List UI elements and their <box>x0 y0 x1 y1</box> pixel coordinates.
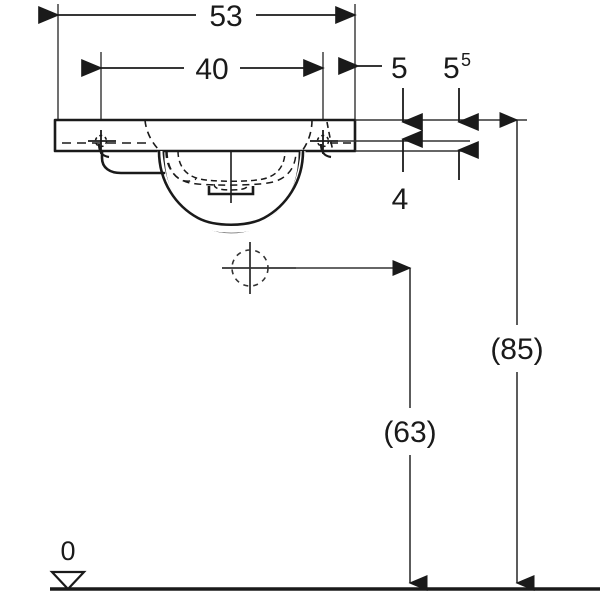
bowl-wall-dash-right <box>301 119 313 152</box>
dimension-rim-thickness-outer: 5 5 <box>443 50 479 180</box>
dimension-overall-width: 53 <box>38 0 357 33</box>
dimension-apron-depth: 4 <box>392 183 409 216</box>
bowl-wall-dash-right-2 <box>326 121 334 152</box>
tap-hole-right-stem <box>319 143 332 159</box>
basin-bowl-curve <box>157 150 305 226</box>
datum-triangle-marker <box>49 570 87 591</box>
tap-hole-left-circle <box>94 134 108 148</box>
dim-apron-depth-label: 4 <box>392 183 409 216</box>
bowl-inner-dash-2 <box>177 150 286 182</box>
floor-and-datum: 0 <box>49 536 600 591</box>
dimension-tap-hole-spacing: 40 <box>81 53 325 86</box>
bowl-drain-dash <box>213 183 249 191</box>
tap-hole-right-circle <box>316 134 330 148</box>
bowl-wall-dash-left <box>144 119 161 152</box>
washbasin-body <box>53 118 357 234</box>
dim-rim-thickness-outer-superscript: 5 <box>461 50 471 70</box>
dimension-drain-height: (63) <box>383 260 437 591</box>
datum-level-label: 0 <box>60 536 75 566</box>
dim-overall-width-label: 53 <box>209 0 242 33</box>
tap-hole-left-stem <box>97 143 110 159</box>
dim-rim-thickness-label: 5 <box>391 52 408 85</box>
left-shelf-ledge <box>100 149 166 175</box>
tap-holes <box>88 130 338 159</box>
dim-rim-thickness-outer-label: 5 <box>443 52 460 85</box>
dim-drain-height-label: (63) <box>383 416 436 449</box>
waste-outlet-symbol <box>222 242 296 294</box>
dimension-rim-height: (85) <box>490 112 544 591</box>
dimension-rim-thickness: 5 <box>338 52 423 172</box>
dim-tap-hole-spacing-label: 40 <box>195 53 228 86</box>
dim-rim-height-label: (85) <box>490 333 543 366</box>
